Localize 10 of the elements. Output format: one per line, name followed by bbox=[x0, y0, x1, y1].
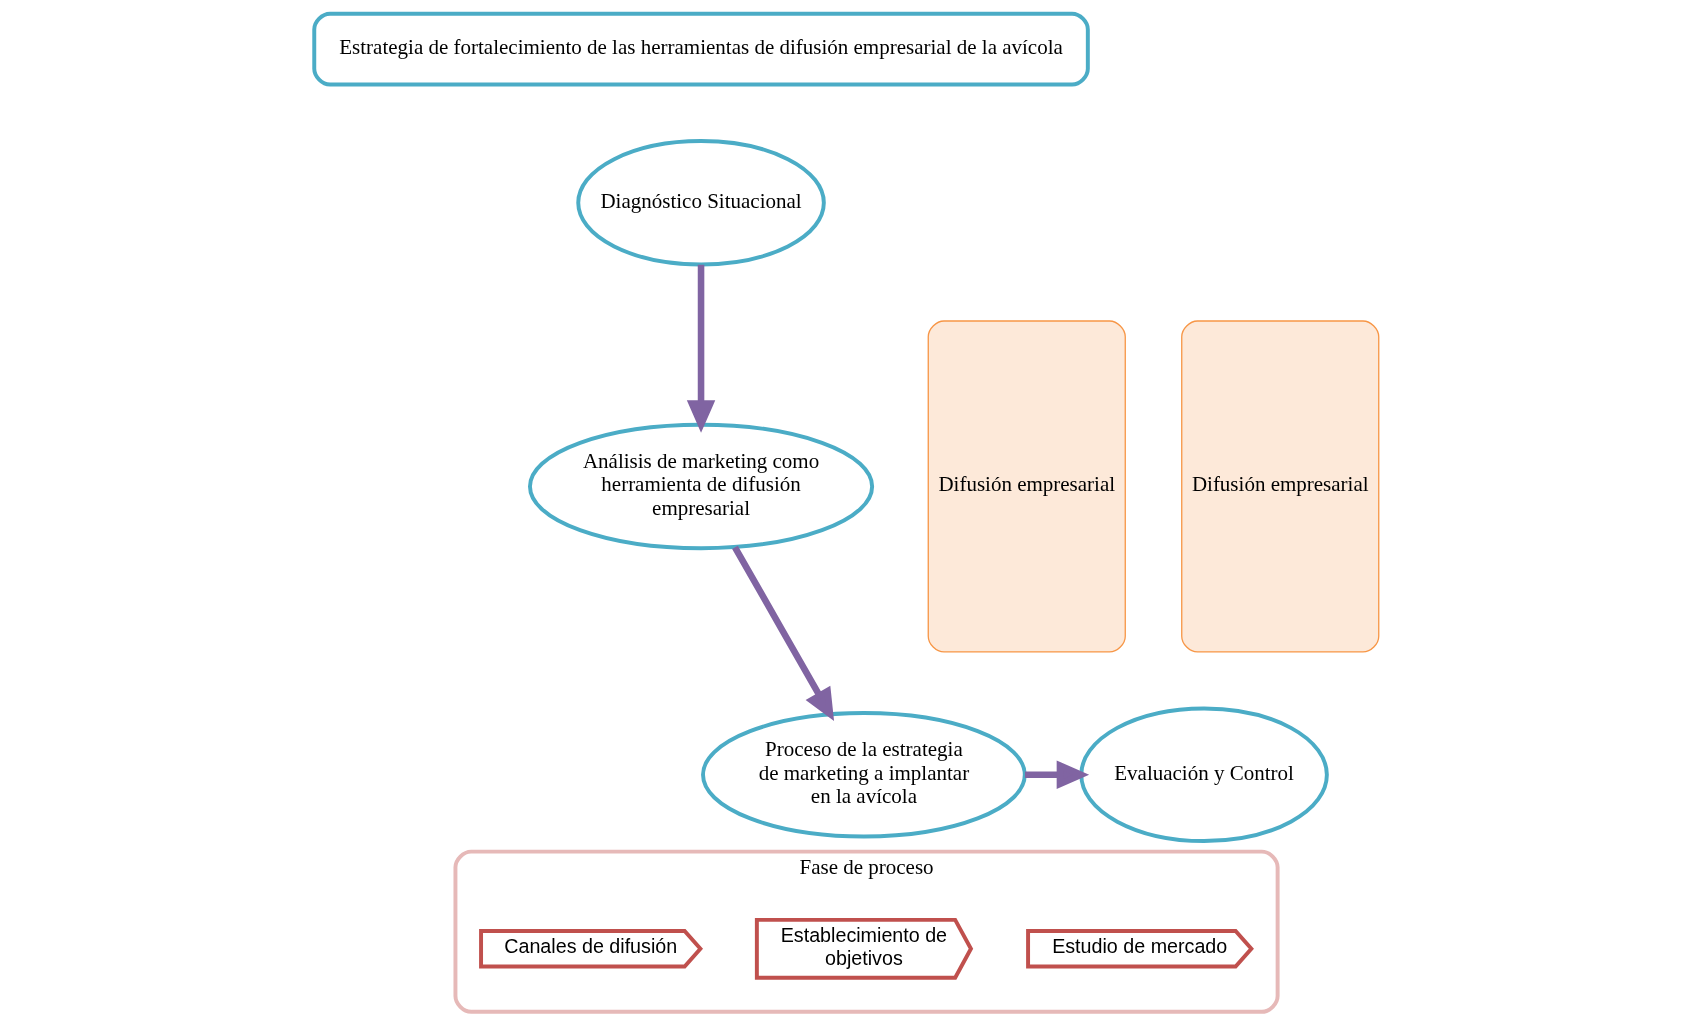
node-box: Difusión empresarial bbox=[927, 320, 1126, 653]
arrow bbox=[732, 545, 835, 722]
node-ellipse: Diagnóstico Situacional bbox=[576, 139, 826, 267]
node-ellipse: Proceso de la estrategia de marketing a implantar en la avícola bbox=[701, 711, 1027, 839]
node-box: Estrategia de fortalecimiento de las herramientas de difusión empresarial de la avícola bbox=[312, 11, 1090, 87]
node-ellipse: Evaluación y Control bbox=[1079, 706, 1329, 844]
node-ellipse: Análisis de marketing como herramienta de difusión empresarial bbox=[528, 422, 875, 551]
arrow bbox=[1025, 760, 1090, 789]
arrow bbox=[686, 264, 716, 433]
node-box: Difusión empresarial bbox=[1181, 320, 1380, 653]
